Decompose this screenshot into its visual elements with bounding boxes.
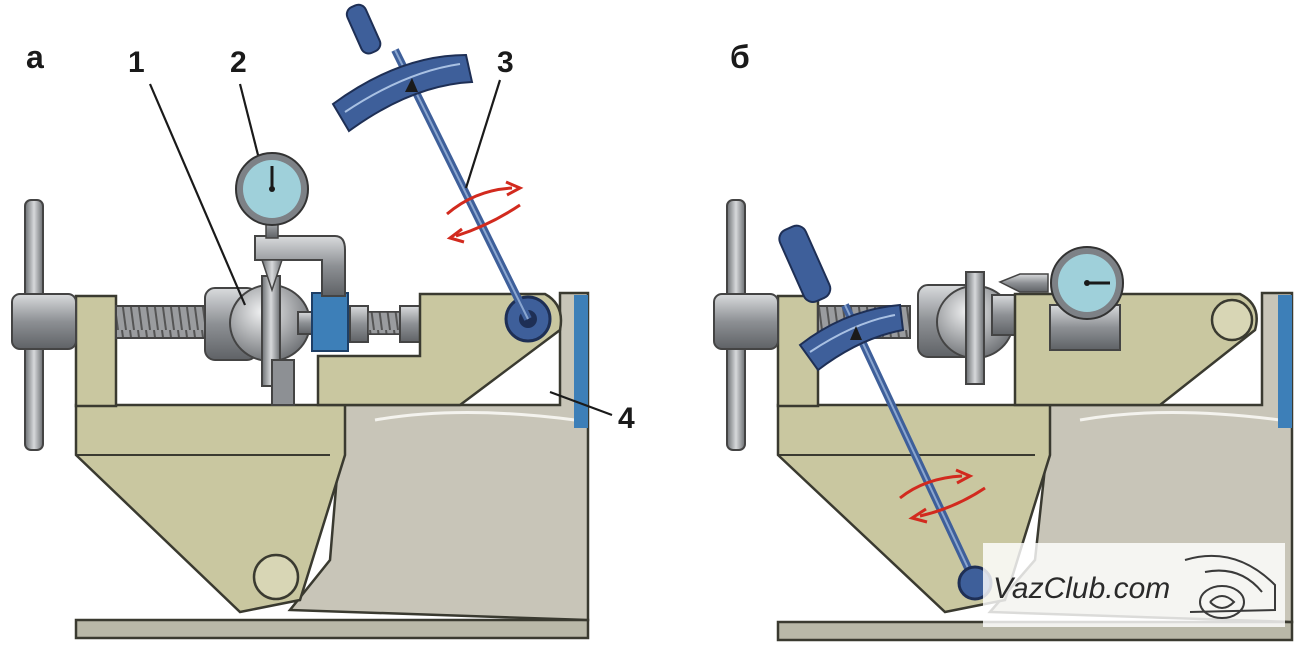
thread-section xyxy=(367,311,401,335)
support-post xyxy=(271,359,295,406)
leader-4 xyxy=(549,390,613,417)
dial-gauge-icon-b xyxy=(1050,246,1124,320)
callout-4: 4 xyxy=(618,402,635,435)
nut xyxy=(349,305,369,343)
gauge-probe-b xyxy=(998,273,1049,293)
watermark-text: VazClub.com xyxy=(993,572,1170,605)
blue-edge-strip xyxy=(574,295,588,428)
leader-1 xyxy=(148,83,247,306)
fixture-body-b xyxy=(987,291,1294,624)
lead-screw xyxy=(115,305,209,339)
lower-bracket xyxy=(74,403,347,614)
end-nut xyxy=(399,305,421,343)
body-highlight-b xyxy=(1079,411,1281,422)
callout-2: 2 xyxy=(230,46,247,79)
callout-1: 1 xyxy=(128,46,145,79)
clamp-plate-b xyxy=(965,271,985,385)
jaw-hole-b xyxy=(1210,298,1254,342)
panel-a: а 1 2 3 4 xyxy=(11,3,635,640)
body-highlight xyxy=(374,411,576,422)
panel-label-b: б xyxy=(730,39,750,75)
base-plate xyxy=(74,618,590,640)
upper-jaw xyxy=(316,292,563,407)
pivot-hole xyxy=(252,553,300,601)
t-handle-hub xyxy=(11,293,77,350)
dial-gauge-icon xyxy=(235,152,309,226)
torque-wrench xyxy=(331,3,532,321)
panel-label-a: а xyxy=(26,39,44,75)
gauge-bracket xyxy=(254,235,346,297)
curved-double-arrow-icon xyxy=(446,180,524,244)
left-upright xyxy=(74,294,118,408)
gauge-probe xyxy=(260,259,284,293)
leader-2 xyxy=(238,83,260,156)
panel-b: б xyxy=(713,39,1294,642)
car-logo-icon xyxy=(1184,554,1276,619)
callout-3: 3 xyxy=(497,46,514,79)
dial-scale xyxy=(331,53,474,133)
curved-double-arrow-icon-b xyxy=(899,468,986,524)
blue-edge-strip-b xyxy=(1278,295,1292,428)
t-handle-hub-b xyxy=(713,293,779,350)
watermark: VazClub.com xyxy=(983,543,1285,627)
leader-3 xyxy=(464,79,502,189)
blue-coupling xyxy=(311,292,349,352)
